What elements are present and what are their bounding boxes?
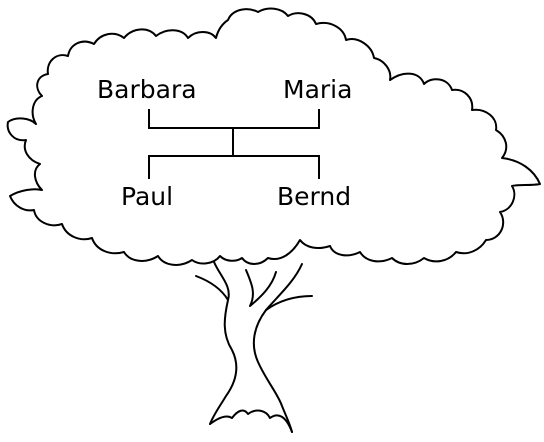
family-connector-lines (148, 109, 320, 179)
parents-connector (148, 109, 320, 129)
parent-name-maria: Maria (283, 75, 353, 104)
tree-trunk-right (252, 263, 303, 433)
tree-branch-right (265, 295, 313, 311)
tree-branch-left (195, 275, 229, 301)
children-connector (148, 155, 320, 179)
tree-roots (209, 409, 293, 433)
tree-trunk-left (209, 261, 238, 425)
tree-branch-middle (245, 269, 277, 307)
child-name-bernd: Bernd (277, 182, 352, 211)
child-name-paul: Paul (121, 182, 174, 211)
parent-name-barbara: Barbara (97, 75, 197, 104)
tree-crown-outline (6, 7, 541, 266)
